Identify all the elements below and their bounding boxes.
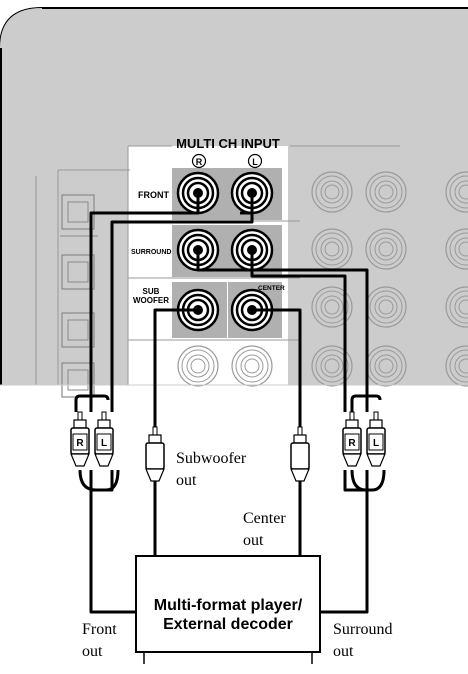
device-name-line1: Multi-format player/ (154, 597, 303, 614)
left-channel-symbol: L (247, 153, 263, 169)
surround-l-plug-label: L (373, 438, 379, 449)
sub-label: SUB (143, 287, 160, 296)
subwoofer-out-label-line2: out (176, 472, 197, 489)
front-out-label-line2: out (82, 643, 103, 660)
center-row-label: CENTER (258, 285, 285, 292)
front-l-plug-label: L (101, 438, 107, 449)
surround-out-label-line1: Surround (333, 621, 393, 638)
center-plug (290, 426, 310, 482)
woofer-label: WOOFER (133, 296, 169, 305)
front-row-label: FRONT (138, 190, 169, 200)
front-out-label-line1: Front (82, 621, 117, 638)
multi-ch-input-title: MULTI CH INPUT (176, 136, 280, 151)
external-device: Multi-format player/ External decoder (135, 555, 321, 664)
receiver-panel: MULTI CH INPUT R L FRONT SURROUND SUB WO… (0, 7, 468, 398)
center-out-label-line1: Center (243, 510, 286, 527)
svg-text:R: R (196, 157, 203, 167)
cables (74, 193, 386, 614)
surround-row-label: SURROUND (131, 249, 171, 256)
surround-out-label-line2: out (333, 643, 354, 660)
surround-plugs: R L (342, 411, 386, 467)
svg-text:L: L (252, 157, 258, 167)
surround-r-plug-label: R (348, 438, 356, 449)
subwoofer-out-label-line1: Subwoofer (176, 450, 247, 467)
subwoofer-plug (145, 426, 165, 482)
front-r-plug-label: R (76, 438, 84, 449)
device-name-line2: External decoder (163, 616, 293, 633)
right-channel-symbol: R (191, 153, 207, 169)
center-out-label-line2: out (243, 532, 264, 549)
front-plugs: R L (70, 411, 114, 467)
